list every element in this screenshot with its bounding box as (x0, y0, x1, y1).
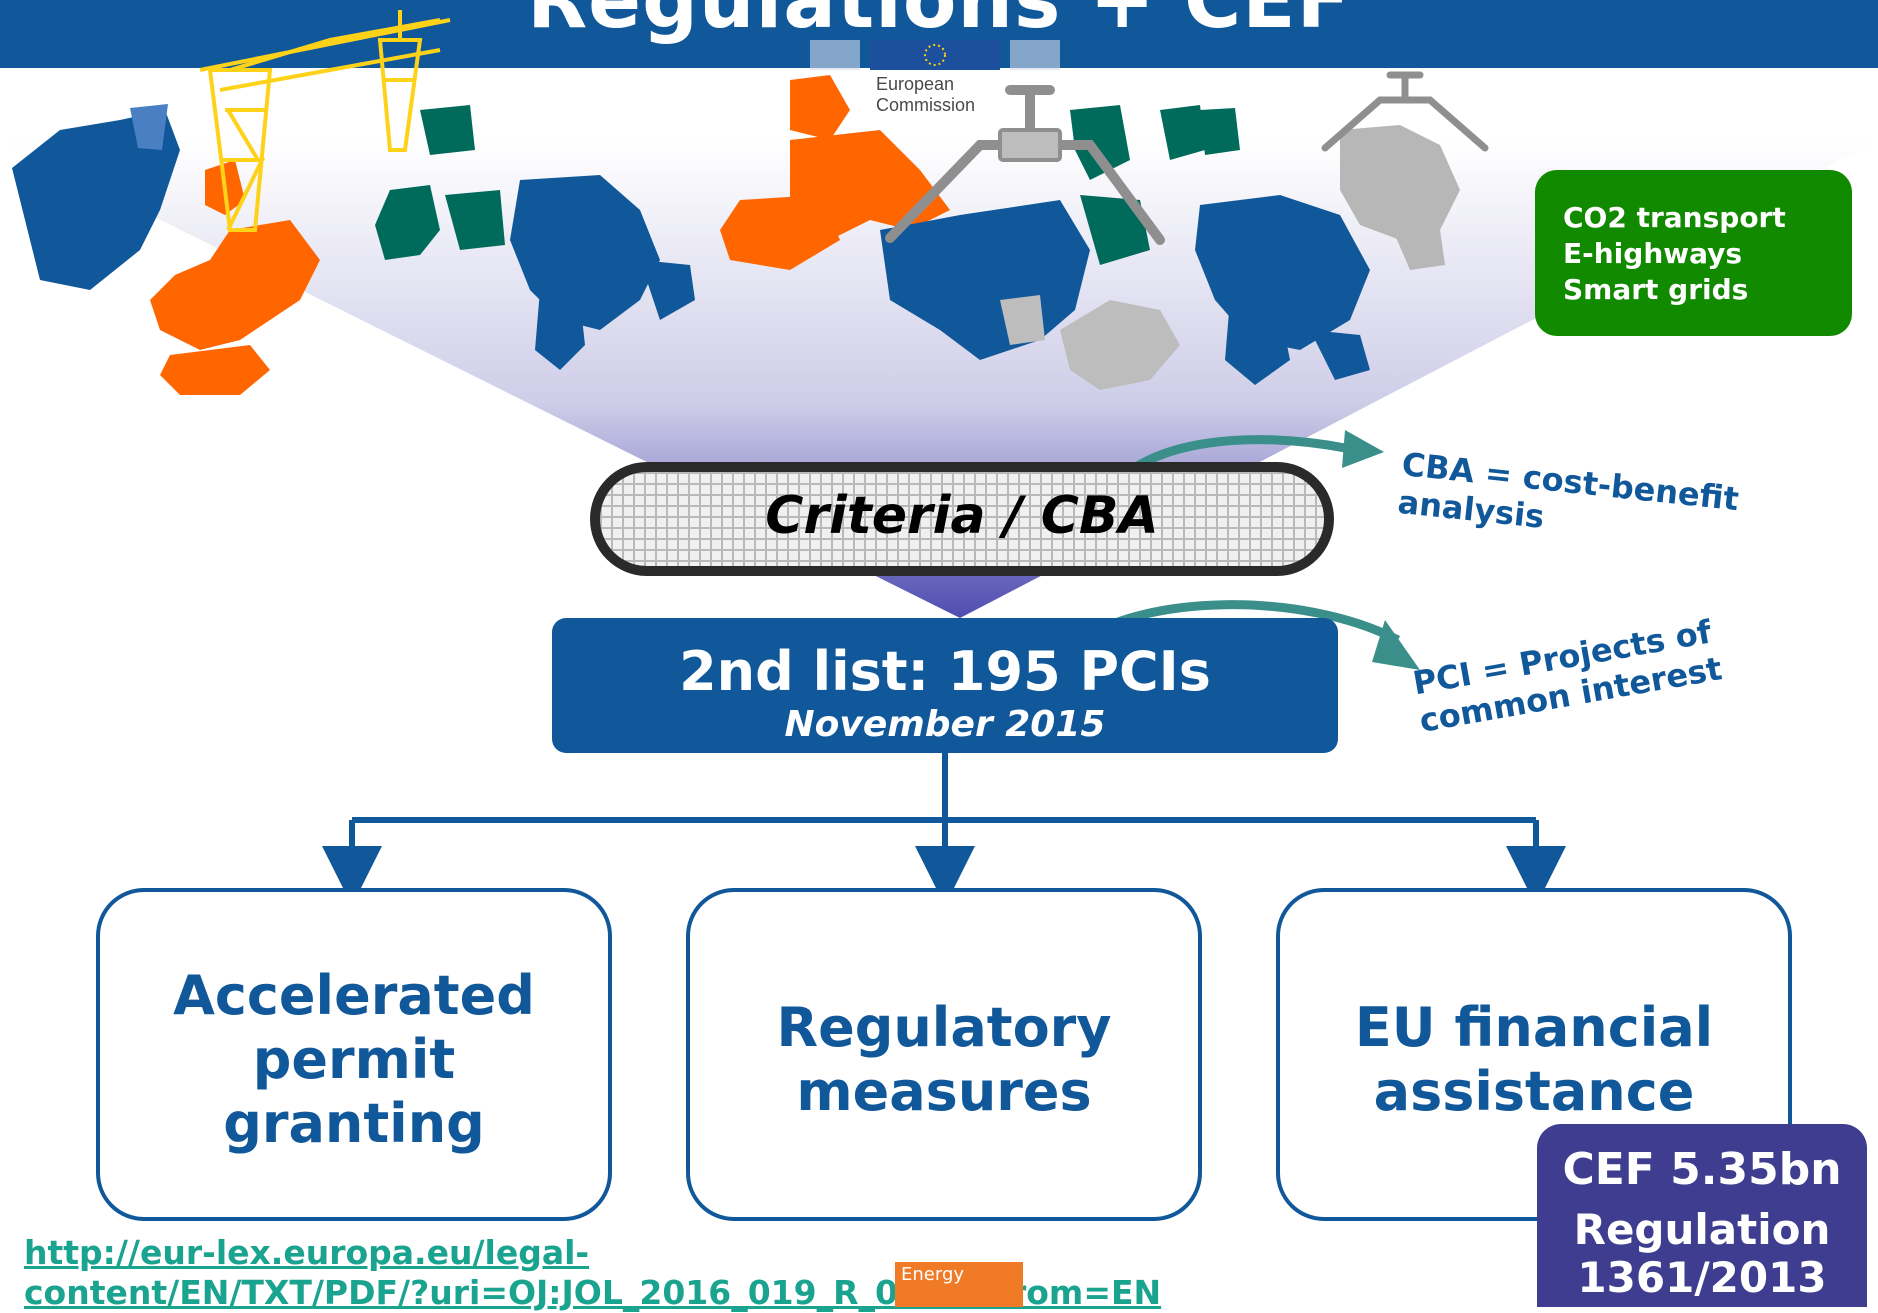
cef-amount: CEF 5.35bn (1562, 1144, 1842, 1195)
map-electricity (12, 104, 695, 395)
pci-list-title: 2nd list: 195 PCIs (679, 640, 1211, 703)
outcome-permit-granting: Accelerated permit granting (96, 888, 612, 1221)
map-region-blue (640, 260, 695, 320)
map-region-orange (160, 345, 270, 395)
eu-logo (810, 40, 1060, 70)
map-right (1195, 108, 1370, 385)
logo-line-2: Commission (876, 95, 976, 115)
link-line-1[interactable]: http://eur-lex.europa.eu/legal- (24, 1233, 590, 1272)
outcome-line: measures (796, 1060, 1092, 1123)
outcome-text: Regulatory measures (690, 996, 1198, 1124)
connector-lines (322, 753, 1566, 906)
map-grey (1340, 125, 1460, 270)
topic-item: E-highways (1563, 237, 1743, 270)
pci-arrow-head (1372, 620, 1420, 670)
cef-regulation-line-1: Regulation (1573, 1205, 1831, 1254)
pylon-icon (199, 10, 451, 232)
map-region-teal (375, 185, 440, 260)
pci-list-date: November 2015 (784, 704, 1106, 745)
pci-list-box: 2nd list: 195 PCIs November 2015 (552, 618, 1338, 753)
map-region-teal (1160, 105, 1205, 160)
map-region-lightblue (130, 104, 168, 150)
map-region-orange (720, 195, 840, 270)
topic-item: Smart grids (1563, 273, 1749, 306)
page-title: Regulations + CEF (527, 0, 1351, 46)
pipe-icon (885, 85, 1165, 245)
map-region-blue (510, 175, 660, 330)
outcome-line: granting (223, 1092, 485, 1155)
map-region-blue (1010, 260, 1070, 320)
map-region-blue (1225, 300, 1290, 385)
map-region-grey (1000, 295, 1045, 345)
criteria-filter (590, 462, 1334, 576)
energy-tag: Energy (895, 1262, 1023, 1307)
eu-logo-text: European Commission (876, 74, 975, 116)
outcome-line: EU financial (1354, 996, 1714, 1059)
outcome-text: EU financial assistance (1280, 996, 1788, 1124)
map-gas (720, 75, 1205, 390)
map-region-grey (1060, 300, 1180, 390)
green-box-topics: CO2 transport E-highways Smart grids (1535, 170, 1852, 336)
map-region-blue (535, 290, 585, 370)
pipe-icon (1321, 71, 1489, 152)
map-region-teal (420, 105, 475, 155)
criteria-label: Criteria / CBA (765, 486, 1159, 546)
logo-line-1: European (876, 74, 955, 94)
map-region-teal (1070, 105, 1130, 180)
map-region-teal (1200, 108, 1240, 155)
cef-regulation-line-2: 1361/2013 (1577, 1253, 1827, 1302)
map-region-blue (1310, 330, 1370, 380)
cef-regulation: Regulation 1361/2013 (1537, 1206, 1867, 1302)
map-region-grey (1340, 125, 1460, 240)
cef-funding-box: CEF 5.35bn Regulation 1361/2013 (1537, 1124, 1867, 1307)
map-region-teal (1080, 195, 1150, 265)
outcome-line: Accelerated (173, 964, 535, 1027)
map-region-grey (1395, 230, 1445, 270)
outcome-text: Accelerated permit granting (100, 964, 608, 1156)
outcome-line: Regulatory (776, 996, 1112, 1059)
topic-item: CO2 transport (1563, 201, 1786, 234)
map-region-orange (150, 220, 320, 350)
map-region-orange (790, 75, 850, 140)
cba-arrow-head (1342, 430, 1384, 468)
outcome-line: assistance (1373, 1060, 1695, 1123)
map-region-blue (12, 110, 180, 290)
outcome-regulatory-measures: Regulatory measures (686, 888, 1202, 1221)
map-region-teal (445, 190, 505, 250)
outcome-line: permit (252, 1028, 456, 1091)
